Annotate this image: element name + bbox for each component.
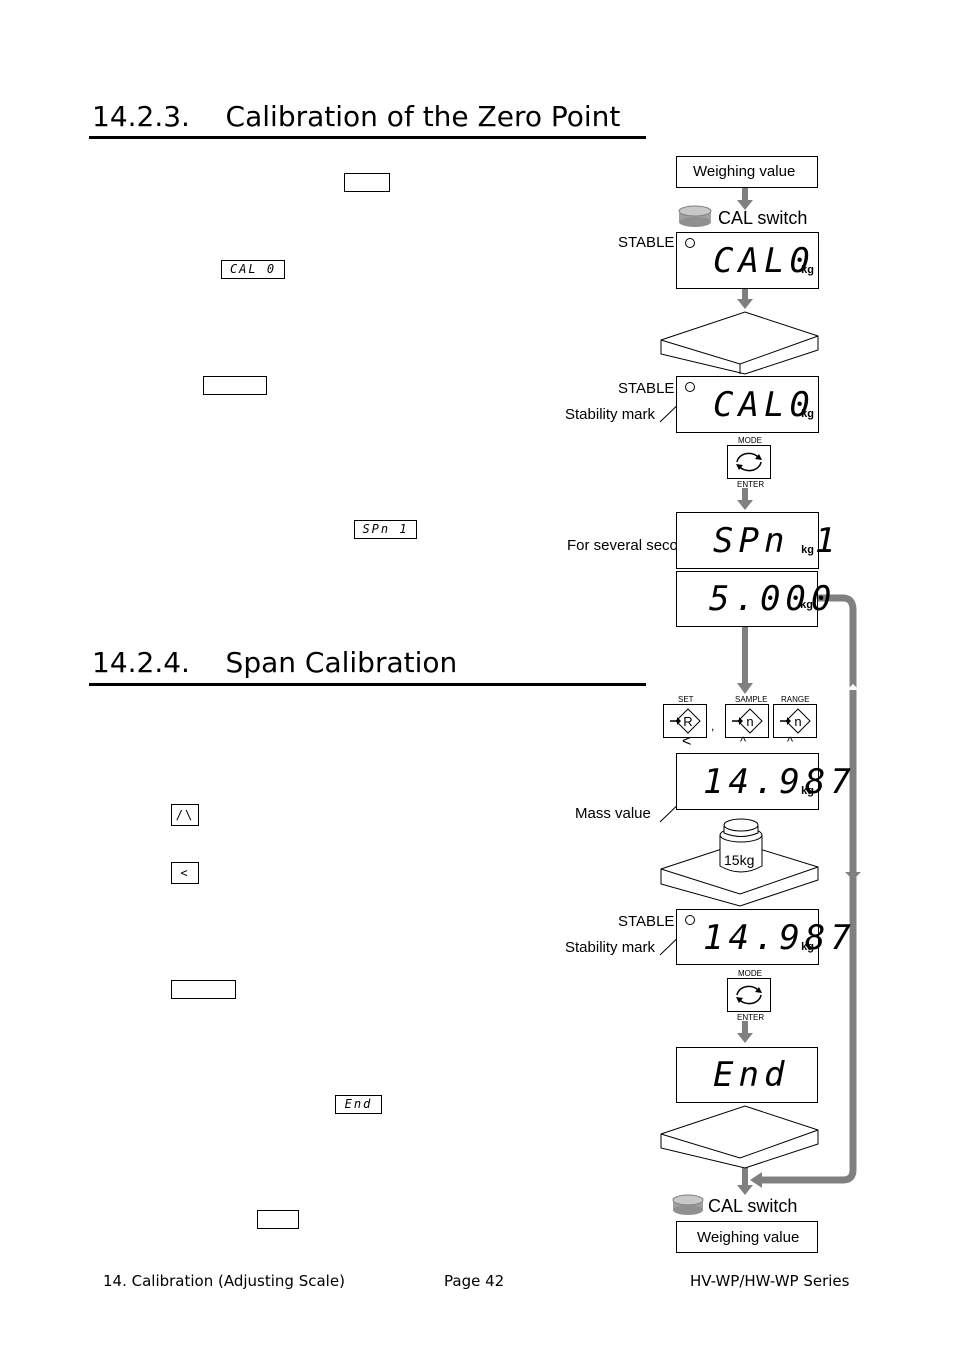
- svg-text:R: R: [683, 714, 692, 729]
- inline-left-key: <: [171, 862, 199, 884]
- platform-1: [660, 311, 819, 375]
- weighing-value-box-bottom: Weighing value: [676, 1221, 818, 1253]
- cycle-icon: [736, 452, 762, 472]
- display-14987-a: 14.987 kg: [676, 753, 851, 810]
- section-heading-span: 14.2.4. Span Calibration: [92, 646, 458, 679]
- cal-switch-label-top: CAL switch: [718, 208, 808, 228]
- enter-label-2: ENTER: [737, 1013, 765, 1022]
- display-spn1: SPn 1 kg: [676, 512, 835, 569]
- sample-key[interactable]: n: [725, 704, 769, 738]
- inline-display-spn1: SPn 1: [354, 520, 417, 539]
- display-end: End: [676, 1047, 818, 1103]
- left-arrow-hint: <: [682, 733, 692, 750]
- stable-label-1: STABLE: [618, 234, 675, 251]
- weighing-value-box-top: Weighing value: [676, 156, 818, 188]
- stable-indicator-2: [685, 382, 695, 392]
- svg-text:n: n: [746, 714, 753, 729]
- up-arrow-hint-2: ^: [787, 734, 794, 749]
- heading-rule-span: [89, 683, 646, 686]
- mode-label-2: MODE: [738, 969, 762, 978]
- cal-switch-icon-bottom: [672, 1194, 704, 1215]
- inline-display-end: End: [335, 1095, 382, 1114]
- mode-label-1: MODE: [738, 436, 762, 445]
- arrow-n-icon-2: n: [780, 708, 811, 734]
- footer-chapter: 14. Calibration (Adjusting Scale): [103, 1272, 345, 1290]
- range-key[interactable]: n: [773, 704, 817, 738]
- comma-separator: ,: [711, 719, 715, 733]
- cal-switch-icon-top: [678, 205, 712, 227]
- arrow-r-icon: R: [670, 708, 701, 734]
- stable-label-3: STABLE: [618, 913, 675, 930]
- display-14987-b: 14.987 kg: [676, 909, 851, 965]
- inline-display-cal0: CAL 0: [221, 260, 285, 279]
- inline-key-box-4: [257, 1210, 299, 1229]
- cal-switch-label-bottom: CAL switch: [708, 1196, 798, 1216]
- cycle-icon-2: [736, 985, 762, 1005]
- footer-page-number: Page 42: [444, 1272, 505, 1290]
- sample-key-label: SAMPLE: [735, 695, 768, 704]
- set-key-label: SET: [678, 695, 694, 704]
- platform-3: [660, 1105, 819, 1169]
- display-5000: 5.000 kg: [676, 571, 831, 627]
- inline-up-key: /\: [171, 804, 199, 826]
- mode-enter-key-1[interactable]: [727, 445, 771, 479]
- footer-series: HV-WP/HW-WP Series: [690, 1272, 850, 1290]
- stability-mark-label-2: Stability mark: [565, 939, 656, 956]
- inline-key-box-1: [344, 173, 390, 192]
- range-key-label: RANGE: [781, 695, 810, 704]
- stable-label-2: STABLE: [618, 380, 675, 397]
- svg-text:n: n: [794, 714, 801, 729]
- up-arrow-hint-1: ^: [740, 734, 747, 749]
- arrow-n-icon: n: [732, 708, 763, 734]
- stability-mark-label-1: Stability mark: [565, 406, 656, 423]
- mass-value-label: Mass value: [575, 805, 651, 822]
- enter-label-1: ENTER: [737, 480, 765, 489]
- heading-rule-zero: [89, 136, 646, 139]
- stable-indicator-3: [685, 915, 695, 925]
- display-cal0-b: CAL0 kg: [676, 376, 819, 433]
- weight-15kg: [719, 818, 763, 873]
- inline-key-box-2: [203, 376, 267, 395]
- inline-key-box-3: [171, 980, 236, 999]
- weight-label: 15kg: [724, 852, 755, 868]
- mode-enter-key-2[interactable]: [727, 978, 771, 1012]
- section-heading-zero-point: 14.2.3. Calibration of the Zero Point: [92, 100, 621, 133]
- display-cal0-a: CAL0 kg: [676, 232, 819, 289]
- for-several-second-label: For several second: [567, 537, 695, 554]
- stable-indicator-1: [685, 238, 695, 248]
- set-key[interactable]: R: [663, 704, 707, 738]
